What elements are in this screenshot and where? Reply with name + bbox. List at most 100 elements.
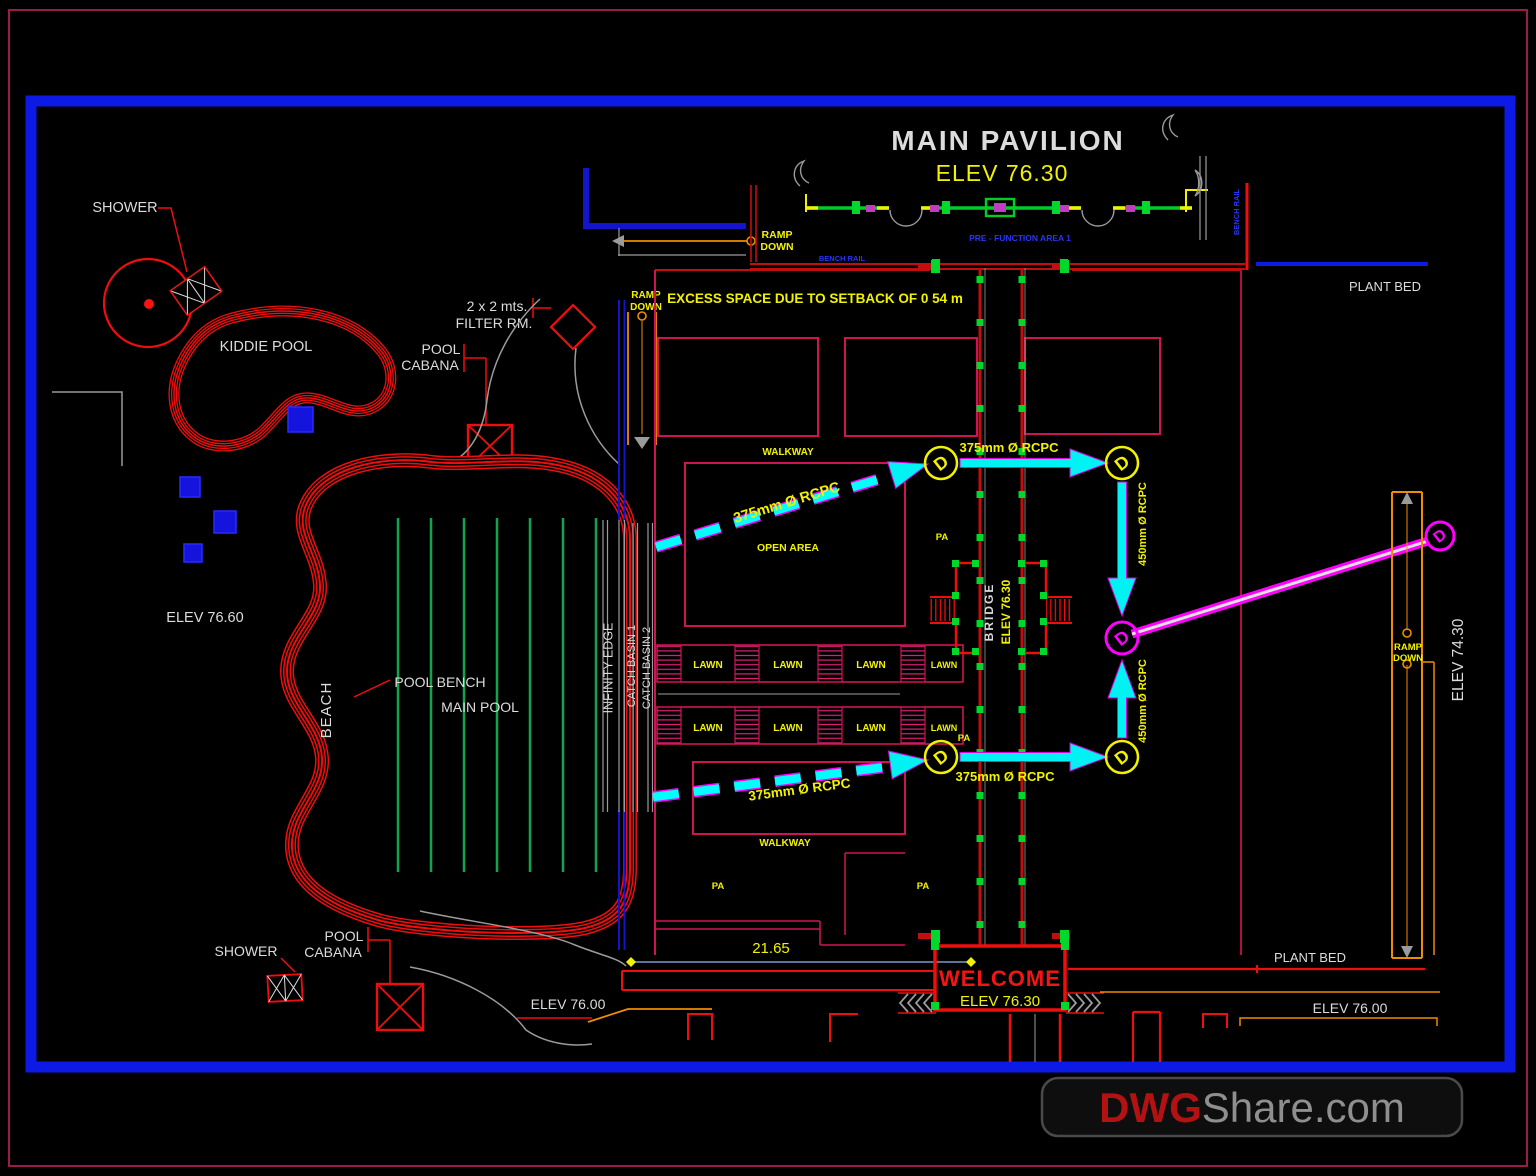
room-outline	[844, 337, 978, 437]
door-swing-arc	[1081, 209, 1115, 227]
filter-room: 2 x 2 mts. FILTER RM.	[456, 298, 597, 351]
kiddie-pool: KIDDIE POOL	[168, 305, 397, 452]
lawn-label: LAWN	[773, 660, 802, 671]
wall-tick	[930, 205, 939, 212]
main-pool-label: MAIN POOL	[441, 699, 519, 715]
shower-head	[266, 973, 304, 1003]
shower-label: SHOWER	[92, 200, 157, 216]
filter-room-label: FILTER RM.	[456, 315, 533, 331]
bench-rail-line	[750, 263, 1245, 270]
welcome-entry: WELCOME ELEV 76.30	[898, 942, 1104, 1014]
walkway-label: WALKWAY	[762, 447, 814, 458]
wall-tick	[1126, 205, 1135, 212]
ramp-down-label: DOWN	[630, 302, 662, 313]
bridge-stairs	[930, 599, 956, 621]
bridge: BRIDGE ELEV 76.30	[930, 560, 1072, 655]
pavilion-left-walk-edge	[618, 228, 746, 256]
bridge-elev-label: ELEV 76.30	[999, 579, 1013, 644]
pavilion-post	[750, 185, 757, 262]
page-title: MAIN PAVILION	[891, 125, 1124, 156]
cabana-x	[376, 983, 424, 1031]
entry-continuation	[1008, 1014, 1062, 1062]
ramp-down-top: RAMP DOWN	[612, 229, 794, 253]
cabana-box	[375, 982, 425, 1032]
flow-arrow-solid	[959, 742, 1110, 772]
hatch-strip	[657, 707, 681, 744]
dimension-value: 21.65	[752, 940, 790, 957]
room-outline	[1024, 337, 1161, 435]
pipe-450-label: 450mm Ø RCPC	[1137, 482, 1149, 566]
bench-rail-label: BENCH RAIL	[819, 254, 866, 263]
door-swing-arc	[889, 209, 923, 227]
drain-letter: D	[1431, 526, 1451, 547]
infinity-edge-strip: INFINITY EDGE CATCH BASIN 1 CATCH BASIN …	[602, 300, 654, 950]
lawn-cell	[758, 706, 819, 745]
welcome-elev-label: ELEV 76.30	[960, 993, 1040, 1010]
lawn-band-1: LAWN LAWN LAWN LAWN	[656, 644, 964, 683]
lawn-cell	[924, 706, 964, 745]
walkway-outline	[692, 761, 906, 835]
hatch-strip	[735, 707, 759, 744]
path-curve	[409, 966, 593, 1046]
filter-size-label: 2 x 2 mts.	[467, 298, 528, 314]
kiddie-pool-label: KIDDIE POOL	[220, 339, 313, 355]
main-pool: BEACH POOL BENCH MAIN POOL	[279, 453, 637, 941]
drain-letter: D	[930, 451, 953, 475]
structure-stub	[687, 1013, 713, 1040]
bridge-stairs	[1046, 599, 1072, 621]
wall-post	[1052, 201, 1060, 214]
pavilion-structure: RAMP DOWN PRE - FUNCTION AR	[583, 156, 1428, 294]
watermark-brand: DWG	[1099, 1084, 1202, 1131]
elev-74-30-label: ELEV 74.30	[1450, 618, 1467, 701]
watermark-text: DWGShare.com	[1099, 1084, 1405, 1131]
edge-line-pair	[618, 520, 626, 812]
bench-rail-label-vertical: BENCH RAIL	[1232, 188, 1241, 235]
plaza-lines	[844, 852, 905, 935]
ramp-down-left-plaza: RAMP DOWN	[627, 290, 662, 449]
path-curve	[574, 347, 621, 466]
lawn-cell	[680, 644, 736, 683]
blue-planter	[183, 543, 203, 563]
shower-top: SHOWER	[92, 200, 223, 349]
arrow-head-icon	[1401, 492, 1413, 504]
pool-cabana-bottom: POOL CABANA	[304, 927, 425, 1032]
arrow-head-icon	[1401, 946, 1413, 958]
room-outline	[657, 337, 819, 437]
drainage-system: 375mm Ø RCPC 375mm Ø RCPC 375mm Ø RCPC 3…	[652, 440, 1456, 804]
drain-magenta: D	[1104, 620, 1140, 656]
outer-border	[8, 9, 1528, 1167]
lawn-cell	[680, 706, 736, 745]
elev-76-60-label: ELEV 76.60	[166, 610, 243, 626]
central-plaza: RAMP DOWN EXCESS SPACE DUE TO SETBACK OF…	[627, 260, 1242, 955]
structure-stub	[1202, 1013, 1228, 1028]
pipe-450-label: 450mm Ø RCPC	[1137, 659, 1149, 743]
walkway-label: WALKWAY	[759, 838, 811, 849]
blue-planter	[179, 476, 201, 498]
lawn-label: LAWN	[773, 723, 802, 734]
drain-yellow: D	[1104, 739, 1140, 775]
pavilion-elevation-label: ELEV 76.30	[936, 160, 1069, 186]
drain-magenta: D	[1424, 520, 1456, 552]
pa-label: PA	[936, 532, 949, 543]
flow-arrow-down	[1107, 481, 1137, 618]
ramp-node	[637, 311, 647, 321]
wall-post	[852, 201, 860, 214]
pool-bench-label: POOL BENCH	[394, 674, 485, 690]
wall-center-tick	[994, 203, 1006, 212]
pre-function-label: PRE - FUNCTION AREA 1	[969, 233, 1071, 243]
pa-label: PA	[712, 881, 725, 892]
flow-arrow-dashed-lower: 375mm Ø RCPC	[652, 750, 930, 804]
lawn-cell	[841, 644, 902, 683]
hatch-strip	[901, 707, 925, 744]
shower-bottom: SHOWER	[215, 943, 304, 1003]
leader-line	[367, 927, 391, 983]
cabana-label: POOL	[422, 341, 461, 357]
wall-tick	[1060, 205, 1069, 212]
lawn-cell	[758, 644, 819, 683]
edge-line-pair	[602, 520, 609, 812]
plant-bed-label-top: PLANT BED	[1349, 279, 1421, 294]
pipe-375-label: 375mm Ø RCPC	[732, 479, 843, 527]
pa-label: PA	[917, 881, 930, 892]
